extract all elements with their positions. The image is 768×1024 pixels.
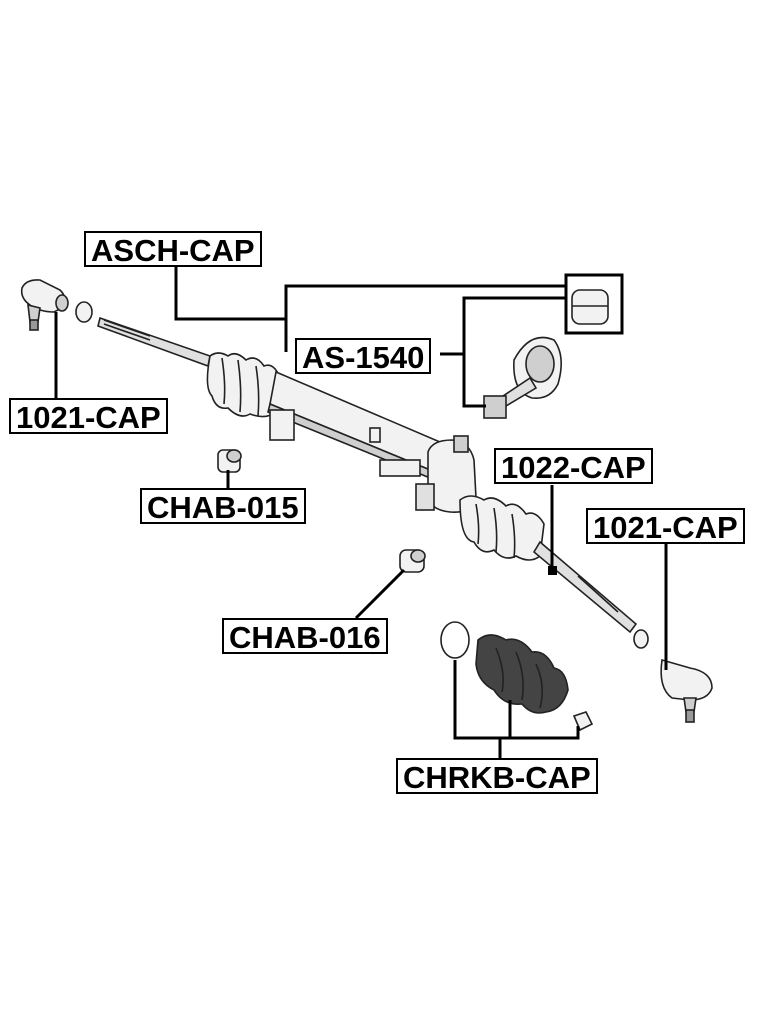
label-as-1540: AS-1540 xyxy=(295,338,432,375)
label-1021-cap-left: 1021-CAP xyxy=(9,398,168,435)
chrkb-bracket xyxy=(453,660,580,740)
left-tie-rod-end xyxy=(20,279,69,331)
asch-leader xyxy=(174,264,286,321)
left-washer xyxy=(75,301,93,323)
label-chrkb-cap: CHRKB-CAP xyxy=(396,758,598,795)
label-chab-016: CHAB-016 xyxy=(222,618,388,655)
right-inner-tie-rod xyxy=(532,540,638,634)
bushing-016-part xyxy=(399,549,426,573)
parts-illustration xyxy=(20,279,713,732)
label-chab-015: CHAB-015 xyxy=(140,488,306,525)
right-boot xyxy=(459,495,545,561)
left-boot xyxy=(206,352,281,418)
as1540-bracket-lower xyxy=(462,296,566,408)
label-1021-cap-right: 1021-CAP xyxy=(586,508,745,545)
rack-housing xyxy=(267,370,441,484)
right-tie-rod-end xyxy=(660,658,713,723)
bushing-015-part xyxy=(217,449,242,473)
steering-shaft-assembly xyxy=(483,289,609,419)
as1540-bracket-upper xyxy=(284,284,566,352)
left-inner-tie-rod xyxy=(97,316,211,368)
label-1022-cap: 1022-CAP xyxy=(494,448,653,485)
right-washer xyxy=(633,629,649,649)
1022-marker xyxy=(548,566,557,575)
label-asch-cap: ASCH-CAP xyxy=(84,231,262,268)
chab016-leader xyxy=(354,568,406,620)
boot-kit-parts xyxy=(440,621,594,732)
leader-lines xyxy=(54,264,668,760)
asch-part-box xyxy=(564,273,624,335)
